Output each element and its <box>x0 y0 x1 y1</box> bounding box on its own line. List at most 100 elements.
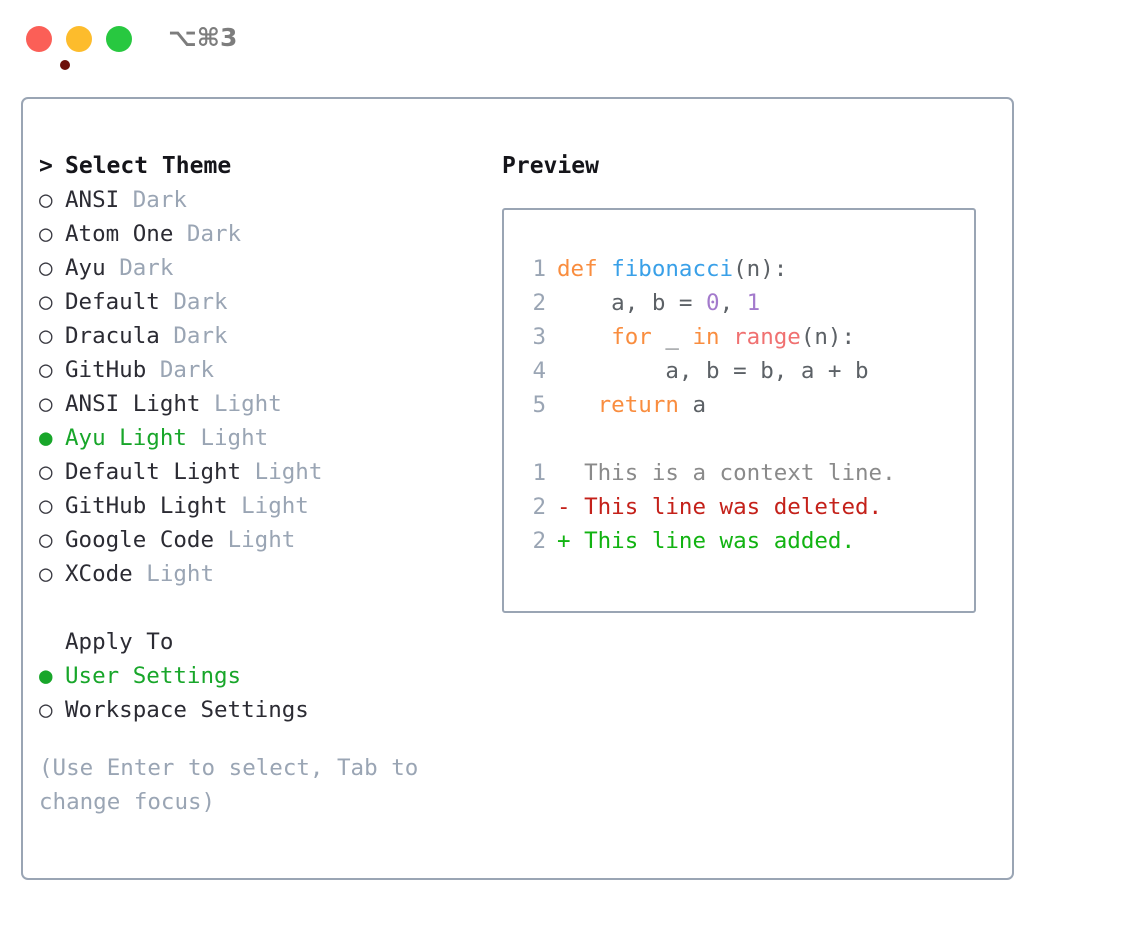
theme-variant-label: Dark <box>119 255 174 281</box>
keyboard-shortcut-label: ⌥⌘3 <box>168 23 238 52</box>
apply-to-option-label: User Settings <box>65 663 242 689</box>
apply-to-list: User SettingsWorkspace Settings <box>39 659 479 727</box>
theme-name-label: Ayu <box>65 255 106 281</box>
minimize-button[interactable] <box>66 26 92 52</box>
theme-name-label: Default Light <box>65 459 242 485</box>
title-bar: ⌥⌘3 <box>0 0 1140 78</box>
diff-sign: - <box>557 494 571 520</box>
code-line: 5 return a <box>522 388 896 422</box>
theme-variant-label: Light <box>146 561 215 587</box>
hint-text: (Use Enter to select, Tab to change focu… <box>39 755 419 815</box>
radio-unselected-icon[interactable] <box>39 455 65 489</box>
code-token <box>720 324 734 350</box>
line-number: 1 <box>532 460 546 486</box>
radio-unselected-icon[interactable] <box>39 353 65 387</box>
theme-picker-panel: Select Theme ANSI DarkAtom One DarkAyu D… <box>39 149 479 819</box>
theme-list-item[interactable]: Default Light Light <box>39 455 479 489</box>
radio-unselected-icon[interactable] <box>39 319 65 353</box>
theme-variant-label: Dark <box>173 289 228 315</box>
theme-list-item[interactable]: GitHub Light Light <box>39 489 479 523</box>
diff-sign: + <box>557 528 571 554</box>
code-token <box>557 392 598 418</box>
theme-name-label: Default <box>65 289 160 315</box>
theme-name-label: GitHub Light <box>65 493 228 519</box>
apply-to-option-label: Workspace Settings <box>65 697 309 723</box>
caret-icon <box>39 149 65 183</box>
theme-list-item[interactable]: Google Code Light <box>39 523 479 557</box>
apply-to-option[interactable]: Workspace Settings <box>39 693 479 727</box>
apply-to-option[interactable]: User Settings <box>39 659 479 693</box>
theme-list-item[interactable]: Ayu Light Light <box>39 421 479 455</box>
code-token <box>598 256 612 282</box>
theme-variant-label: Light <box>241 493 309 519</box>
spacer <box>39 591 479 625</box>
theme-name-label: Google Code <box>65 527 215 553</box>
code-token: a, b = <box>557 290 707 316</box>
theme-list: ANSI DarkAtom One DarkAyu DarkDefault Da… <box>39 183 479 591</box>
theme-list-item[interactable]: ANSI Dark <box>39 183 479 217</box>
radio-unselected-icon[interactable] <box>39 183 65 217</box>
theme-list-item[interactable]: XCode Light <box>39 557 479 591</box>
code-line: 2 a, b = 0, 1 <box>522 286 896 320</box>
recording-indicator-icon <box>60 60 70 70</box>
theme-list-item[interactable]: Default Dark <box>39 285 479 319</box>
main-card: Select Theme ANSI DarkAtom One DarkAyu D… <box>21 97 1014 880</box>
line-number: 1 <box>532 256 546 282</box>
theme-list-item[interactable]: GitHub Dark <box>39 353 479 387</box>
code-token: (n): <box>733 256 788 282</box>
line-number: 4 <box>532 358 546 384</box>
radio-unselected-icon[interactable] <box>39 523 65 557</box>
code-line: 4 a, b = b, a + b <box>522 354 896 388</box>
radio-unselected-icon[interactable] <box>39 557 65 591</box>
code-line: 3 for _ in range(n): <box>522 320 896 354</box>
theme-name-label: GitHub <box>65 357 147 383</box>
code-token: in <box>692 324 720 350</box>
code-token: _ <box>651 324 693 350</box>
theme-name-label: XCode <box>65 561 133 587</box>
line-number: 2 <box>532 290 546 316</box>
theme-variant-label: Light <box>214 391 282 417</box>
theme-list-item[interactable]: Atom One Dark <box>39 217 479 251</box>
theme-picker-title-label: Select Theme <box>65 153 232 179</box>
diff-text: This line was added. <box>570 528 856 554</box>
line-number: 3 <box>532 324 546 350</box>
apply-to-title: Apply To <box>39 625 479 659</box>
apply-to-title-label: Apply To <box>65 629 174 655</box>
diff-line: 2- This line was deleted. <box>522 490 896 524</box>
theme-variant-label: Dark <box>186 221 242 247</box>
code-token: 0 <box>706 290 720 316</box>
theme-name-label: ANSI Light <box>65 391 201 417</box>
code-token <box>557 324 611 350</box>
code-blank-line <box>522 422 896 456</box>
radio-unselected-icon[interactable] <box>39 217 65 251</box>
code-token: for <box>611 324 652 350</box>
theme-picker-title: Select Theme <box>39 149 479 183</box>
theme-variant-label: Light <box>200 425 269 451</box>
code-token: (n): <box>800 324 856 350</box>
theme-list-item[interactable]: ANSI Light Light <box>39 387 479 421</box>
theme-variant-label: Light <box>227 527 296 553</box>
line-number: 2 <box>532 528 546 554</box>
radio-unselected-icon[interactable] <box>39 251 65 285</box>
theme-variant-label: Dark <box>159 357 215 383</box>
code-token: a <box>678 392 707 418</box>
radio-selected-icon[interactable] <box>39 421 65 455</box>
close-button[interactable] <box>26 26 70 70</box>
radio-unselected-icon[interactable] <box>39 285 65 319</box>
radio-selected-icon[interactable] <box>39 659 65 693</box>
theme-list-item[interactable]: Ayu Dark <box>39 251 479 285</box>
code-token: , <box>719 290 747 316</box>
code-token: def <box>557 256 598 282</box>
theme-name-label: ANSI <box>65 187 120 213</box>
radio-unselected-icon[interactable] <box>39 489 65 523</box>
theme-name-label: Ayu Light <box>65 425 187 451</box>
theme-list-item[interactable]: Dracula Dark <box>39 319 479 353</box>
maximize-button[interactable] <box>106 26 132 52</box>
radio-unselected-icon[interactable] <box>39 387 65 421</box>
radio-unselected-icon[interactable] <box>39 693 65 727</box>
